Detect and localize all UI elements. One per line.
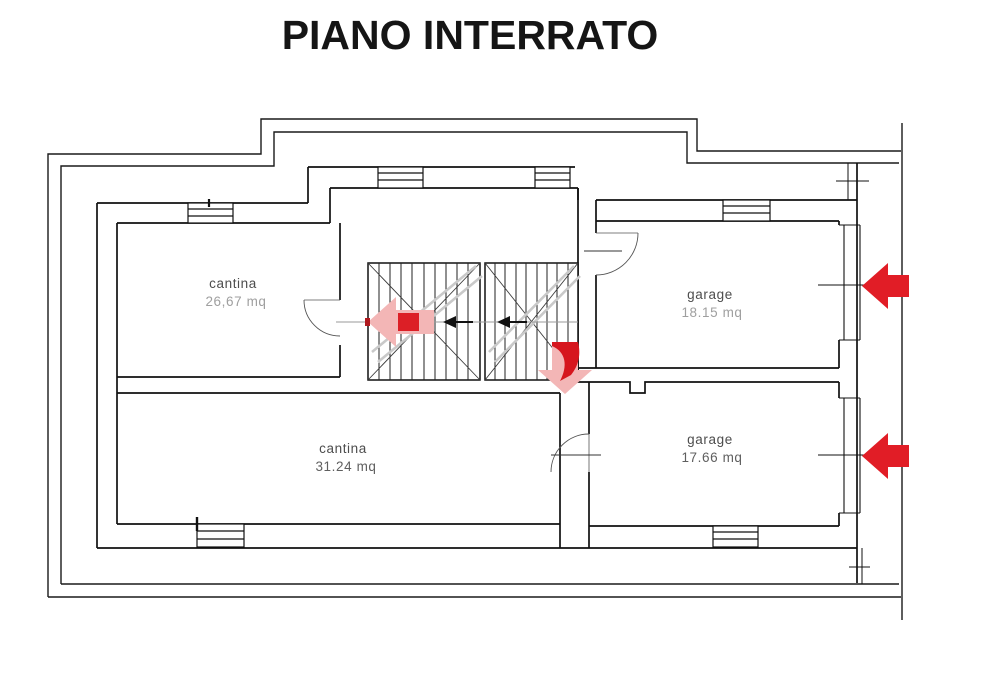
room-label-garage-2: garage — [687, 432, 733, 447]
photo-arrow-left-icon — [365, 297, 434, 347]
window-icon — [187, 199, 234, 224]
walls — [96, 163, 870, 584]
garage-door-bottom — [818, 397, 869, 514]
room-label-garage-1: garage — [687, 287, 733, 302]
entrance-arrow-top-icon — [862, 263, 909, 309]
door-arc-hall — [550, 433, 601, 473]
window-icon — [377, 166, 424, 189]
page-title: PIANO INTERRATO — [281, 12, 659, 58]
entrance-arrow-bottom-icon — [862, 433, 909, 479]
window-icon — [195, 517, 245, 548]
window-icon — [534, 166, 571, 189]
windows — [187, 166, 771, 548]
room-label-cantina-1: cantina — [209, 276, 257, 291]
door-arc-cantina — [303, 299, 341, 337]
window-icon — [722, 199, 771, 222]
door-arc-vestibule — [584, 232, 639, 276]
room-area-garage-2: 17.66 mq — [681, 450, 742, 465]
room-area-garage-1: 18.15 mq — [681, 305, 742, 320]
doors — [303, 232, 639, 473]
room-labels: cantina 26,67 mq cantina 31.24 mq garage… — [205, 276, 742, 474]
photo-arrow-down-icon — [538, 342, 592, 394]
room-area-cantina-2: 31.24 mq — [315, 459, 376, 474]
room-label-cantina-2: cantina — [319, 441, 367, 456]
room-area-cantina-1: 26,67 mq — [205, 294, 266, 309]
garage-door-top — [818, 224, 869, 341]
window-icon — [712, 525, 759, 548]
outer-boundary — [47, 118, 903, 620]
